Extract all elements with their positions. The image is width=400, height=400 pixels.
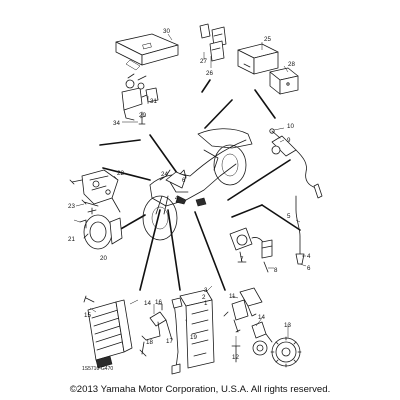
- callout-10: 10: [287, 123, 294, 130]
- callout-21: 21: [68, 236, 75, 243]
- turn-signal-relay: [269, 67, 299, 95]
- callout-30: 30: [163, 28, 170, 35]
- fuse-box: [179, 289, 215, 369]
- diagram-code: 1S5710-G470: [82, 366, 113, 372]
- relay-pair: [199, 23, 227, 62]
- callout-3: 3: [204, 287, 208, 294]
- battery-lead: [171, 297, 191, 375]
- copyright-notice: ©2013 Yamaha Motor Corporation, U.S.A. A…: [69, 384, 331, 395]
- callout-17: 17: [166, 338, 173, 345]
- horn: [83, 207, 123, 250]
- callout-7: 7: [240, 256, 244, 263]
- horn-bracket: [69, 169, 121, 213]
- lead-wire: [295, 195, 305, 265]
- callout-5: 5: [287, 213, 291, 220]
- callout-22: 22: [117, 170, 124, 177]
- callout-15: 15: [84, 312, 91, 319]
- callout-13: 13: [284, 322, 291, 329]
- callout-19: 19: [190, 334, 197, 341]
- svg-text:34: 34: [113, 120, 120, 127]
- callout-6: 6: [182, 177, 186, 184]
- ignition-coil: [229, 227, 273, 273]
- callout-8: 8: [274, 267, 278, 274]
- callout-2: 2: [202, 294, 206, 301]
- callout-11: 11: [229, 293, 236, 300]
- leader-lines: [97, 79, 301, 291]
- callout-9: 9: [287, 137, 291, 144]
- callout-27: 27: [200, 58, 207, 65]
- callout-26: 26: [206, 70, 213, 77]
- pickup-coil: [251, 321, 273, 356]
- callout-16: 16: [155, 299, 162, 306]
- callout-6b: 6: [307, 265, 311, 272]
- callout-24: 24: [161, 171, 168, 178]
- sprocket: [270, 336, 302, 368]
- callout-29: 29: [139, 112, 146, 119]
- speed-sensor: [269, 128, 323, 199]
- callout-14b: 14: [258, 314, 265, 321]
- callout-4b: 4: [307, 253, 311, 260]
- callout-25: 25: [264, 36, 271, 43]
- callout-14: 14: [144, 300, 151, 307]
- callout-12: 12: [232, 354, 239, 361]
- wire-harness: [139, 303, 173, 357]
- callout-leaders: [73, 33, 307, 346]
- callout-18: 18: [146, 339, 153, 346]
- callout-23: 23: [68, 203, 75, 210]
- callout-1: 1: [204, 300, 208, 307]
- bolts-left: [79, 199, 99, 229]
- main-switch: [121, 73, 159, 125]
- rectifier-regulator: [83, 295, 133, 369]
- callout-28: 28: [288, 61, 295, 68]
- motorcycle-outline: [142, 128, 253, 241]
- callout-4: 4: [175, 195, 179, 202]
- relay-box: [237, 43, 279, 75]
- ecu-unit: [115, 33, 179, 71]
- callout-31: 31: [150, 98, 157, 105]
- callout-numbers: 30 25 27 26 28 31 29 34 10 9 24 22 6 4 2…: [68, 28, 311, 361]
- callout-20: 20: [100, 255, 107, 262]
- starter-relay: [223, 287, 263, 333]
